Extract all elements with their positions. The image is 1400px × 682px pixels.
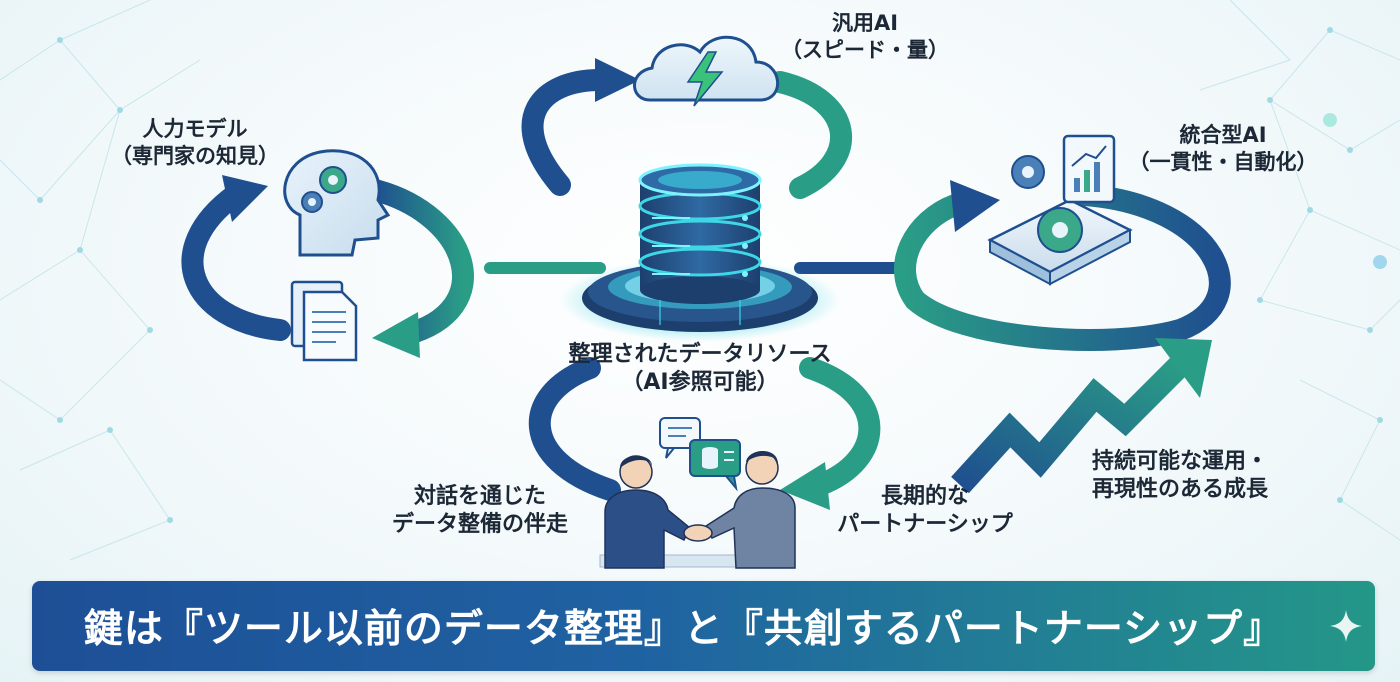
center-label-line2: （AI参照可能） [621, 370, 779, 396]
cycle-arrow-right [894, 180, 1231, 351]
cycle-arrow-left [181, 175, 474, 358]
person-right [705, 451, 796, 569]
human-subtitle: （専門家の知見） [111, 143, 279, 168]
documents-icon [290, 280, 358, 362]
data-chat-bubble-icon [689, 439, 741, 492]
center-label: 整理されたデータリソース （AI参照可能） [520, 341, 880, 397]
person-left [604, 455, 691, 569]
center-label-line1: 整理されたデータリソース [568, 342, 832, 367]
node-label-general-ai: 汎用AI （スピード・量） [770, 10, 960, 64]
integrated-ai-platform-icon [987, 134, 1133, 286]
node-label-integrated-ai: 統合型AI （一貫性・自動化） [1118, 122, 1328, 176]
cycle-arrow-top [521, 58, 853, 199]
handshake-illustration [599, 417, 796, 569]
growth-label-line1: 持続可能な運用・ [1092, 449, 1269, 474]
growth-label: 持続可能な運用・ 再現性のある成長 [1092, 448, 1332, 504]
chart-panel-icon [1062, 134, 1116, 204]
partnership-label: 長期的な パートナーシップ [805, 483, 1045, 539]
growth-arrow [951, 338, 1212, 494]
partnership-label-line1: 長期的な [880, 484, 969, 509]
database-hub [560, 163, 840, 342]
node-label-human: 人力モデル （専門家の知見） [95, 116, 295, 170]
gear-small-icon [1011, 155, 1045, 189]
growth-label-line2: 再現性のある成長 [1092, 477, 1269, 503]
sparkle-icon [1330, 610, 1362, 642]
general-ai-title: 汎用AI [831, 11, 899, 35]
head-gears-icon [283, 149, 391, 257]
human-title: 人力モデル [142, 117, 248, 141]
dialogue-label-line1: 対話を通じた [413, 484, 546, 509]
key-message-banner: 鍵は『ツール以前のデータ整理』と『共創するパートナーシップ』 [32, 581, 1375, 671]
banner-text: 鍵は『ツール以前のデータ整理』と『共創するパートナーシップ』 [83, 607, 1284, 652]
dialogue-label-line2: データ整備の伴走 [391, 512, 568, 538]
database-cylinder [638, 163, 762, 304]
general-ai-subtitle: （スピード・量） [781, 37, 949, 62]
integrated-ai-title: 統合型AI [1179, 123, 1267, 147]
dialogue-label: 対話を通じた データ整備の伴走 [370, 483, 590, 539]
cloud-lightning-icon [633, 35, 779, 107]
chat-bubble-icon [659, 417, 701, 459]
gear-icon [1037, 207, 1083, 253]
cycle-arrow-bottom [528, 357, 881, 510]
network-nodes [37, 27, 1387, 523]
integrated-ai-subtitle: （一貫性・自動化） [1128, 149, 1318, 174]
partnership-label-line2: パートナーシップ [837, 512, 1013, 538]
